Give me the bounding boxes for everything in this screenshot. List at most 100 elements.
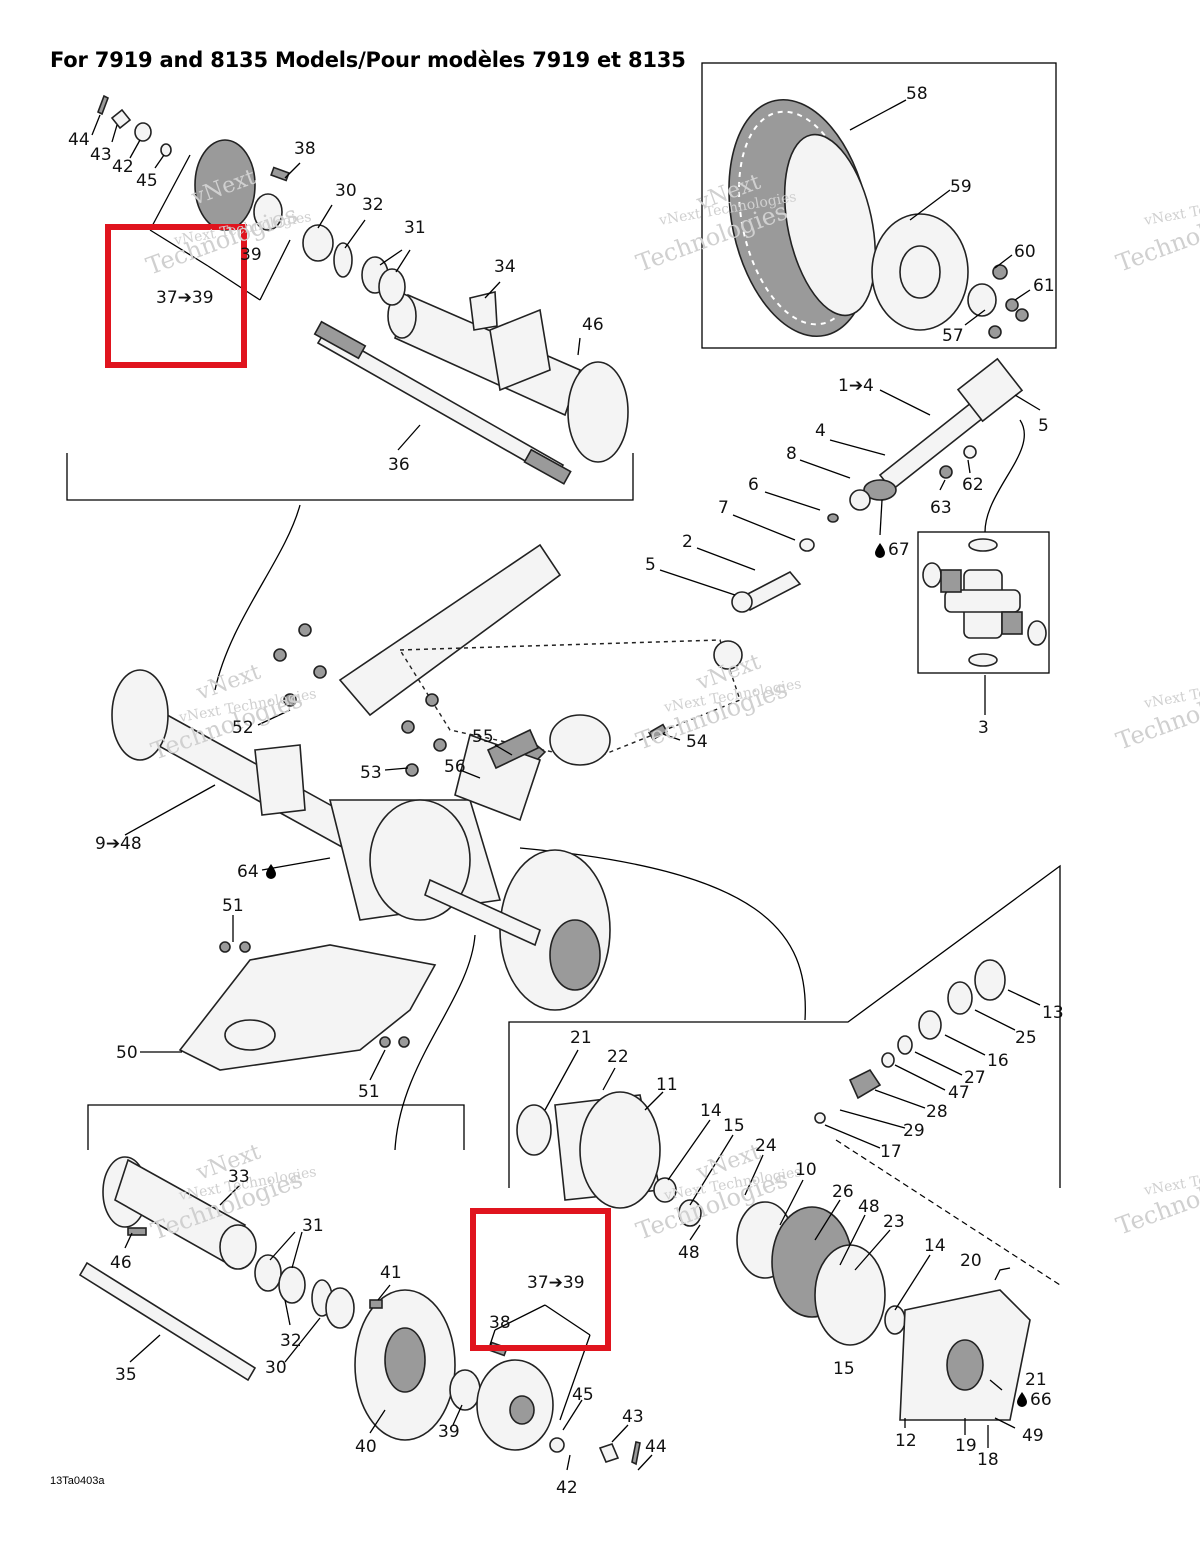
callout-59: 59 <box>950 177 972 197</box>
callout-14: 14 <box>700 1101 722 1121</box>
upper-hub <box>96 94 406 306</box>
svg-text:Technologies: Technologies <box>1112 1160 1200 1241</box>
callout-41: 41 <box>380 1263 402 1283</box>
callout-44: 44 <box>645 1437 667 1457</box>
callout-39: 39 <box>240 245 262 265</box>
callout-53: 53 <box>360 763 382 783</box>
callout-6: 6 <box>748 475 759 495</box>
callout-58: 58 <box>906 84 928 104</box>
callout-21: 21 <box>570 1028 592 1048</box>
callout-55: 55 <box>472 727 494 747</box>
callout-5: 5 <box>645 555 656 575</box>
callout-67: 67 <box>888 540 910 560</box>
callout-44: 44 <box>68 130 90 150</box>
callout-38: 38 <box>294 139 316 159</box>
callout-2: 2 <box>682 532 693 552</box>
callout-63: 63 <box>930 498 952 518</box>
callout-37-39: 37➔39 <box>527 1273 585 1293</box>
callout-47: 47 <box>948 1083 970 1103</box>
callout-3: 3 <box>978 718 989 738</box>
callout-32: 32 <box>362 195 384 215</box>
callout-18: 18 <box>977 1450 999 1470</box>
callout-labels: 44 43 42 45 38 30 32 31 39 37➔39 3 4 46 3… <box>68 84 1064 1498</box>
callout-8: 8 <box>786 444 797 464</box>
upper-axle-frame <box>66 453 634 501</box>
lower-brake-disc <box>354 1289 641 1466</box>
callout-51: 51 <box>358 1082 380 1102</box>
svg-text:Technologies: Technologies <box>1112 675 1200 756</box>
callout-23: 23 <box>883 1212 905 1232</box>
callout-66: 66 <box>1030 1390 1052 1410</box>
propeller-shaft <box>731 357 1024 613</box>
connector-line <box>394 934 476 1151</box>
callout-11: 11 <box>656 1075 678 1095</box>
callout-40: 40 <box>355 1437 377 1457</box>
callout-42: 42 <box>556 1478 578 1498</box>
callout-52: 52 <box>232 718 254 738</box>
diagram-title: For 7919 and 8135 Models/Pour modèles 79… <box>50 48 686 72</box>
skid-plate <box>178 941 437 1071</box>
callout-16: 16 <box>987 1051 1009 1071</box>
wheel-rim <box>871 213 1029 339</box>
callout-5: 5 <box>1038 416 1049 436</box>
callout-15: 15 <box>723 1116 745 1136</box>
callout-56: 56 <box>444 757 466 777</box>
callout-32: 32 <box>280 1331 302 1351</box>
highlight-box-upper <box>105 224 247 368</box>
lower-axle-housing <box>78 1156 355 1382</box>
callout-7: 7 <box>718 498 729 518</box>
callout-60: 60 <box>1014 242 1036 262</box>
callout-43: 43 <box>622 1407 644 1427</box>
callout-45: 45 <box>572 1385 594 1405</box>
connector-line <box>984 419 1026 533</box>
callout-21: 21 <box>1025 1370 1047 1390</box>
callout-26: 26 <box>832 1182 854 1202</box>
differential-internals <box>516 959 1031 1421</box>
leader-lines <box>91 99 1041 1471</box>
tire <box>728 98 877 338</box>
callout-51: 51 <box>222 896 244 916</box>
wheel-assembly-frame <box>701 62 1057 349</box>
callout-25: 25 <box>1015 1028 1037 1048</box>
u-joint-frame <box>917 531 1050 674</box>
callout-29: 29 <box>903 1121 925 1141</box>
callout-62: 62 <box>962 475 984 495</box>
callout-57: 57 <box>942 326 964 346</box>
highlight-box-lower <box>470 1208 611 1351</box>
callout-24: 24 <box>755 1136 777 1156</box>
callout-46: 46 <box>582 315 604 335</box>
callout-30: 30 <box>265 1358 287 1378</box>
connector-line <box>519 847 806 1021</box>
differential-frame <box>508 864 1061 1188</box>
connector-line <box>214 504 301 691</box>
oil-drop-icon <box>266 543 1027 1407</box>
callout-15: 15 <box>833 1359 855 1379</box>
lower-axle-frame <box>87 1104 465 1150</box>
callout-14: 14 <box>924 1236 946 1256</box>
callout-12: 12 <box>895 1431 917 1451</box>
callout-39: 39 <box>438 1422 460 1442</box>
callout-48: 48 <box>858 1197 880 1217</box>
callout-30: 30 <box>335 181 357 201</box>
callout-49: 49 <box>1022 1426 1044 1446</box>
callout-45: 45 <box>136 171 158 191</box>
callout-31: 31 <box>404 218 426 238</box>
callout-28: 28 <box>926 1102 948 1122</box>
rear-axle-assembly <box>111 669 611 1011</box>
callout-1-4: 1➔4 <box>838 376 874 396</box>
callout-48: 48 <box>678 1243 700 1263</box>
upper-driveshaft <box>313 320 572 485</box>
callout-19: 19 <box>955 1436 977 1456</box>
universal-joint <box>922 538 1047 667</box>
callout-9-48: 9➔48 <box>95 834 142 854</box>
callout-31: 31 <box>302 1216 324 1236</box>
callout-35: 35 <box>115 1365 137 1385</box>
callout-38: 38 <box>489 1313 511 1333</box>
callout-50: 50 <box>116 1043 138 1063</box>
callout-4: 4 <box>815 421 826 441</box>
callout-61: 61 <box>1033 276 1055 296</box>
callout-37-39: 37➔39 <box>156 288 214 308</box>
callout-17: 17 <box>880 1142 902 1162</box>
callout-43: 43 <box>90 145 112 165</box>
callout-64: 64 <box>237 862 259 882</box>
